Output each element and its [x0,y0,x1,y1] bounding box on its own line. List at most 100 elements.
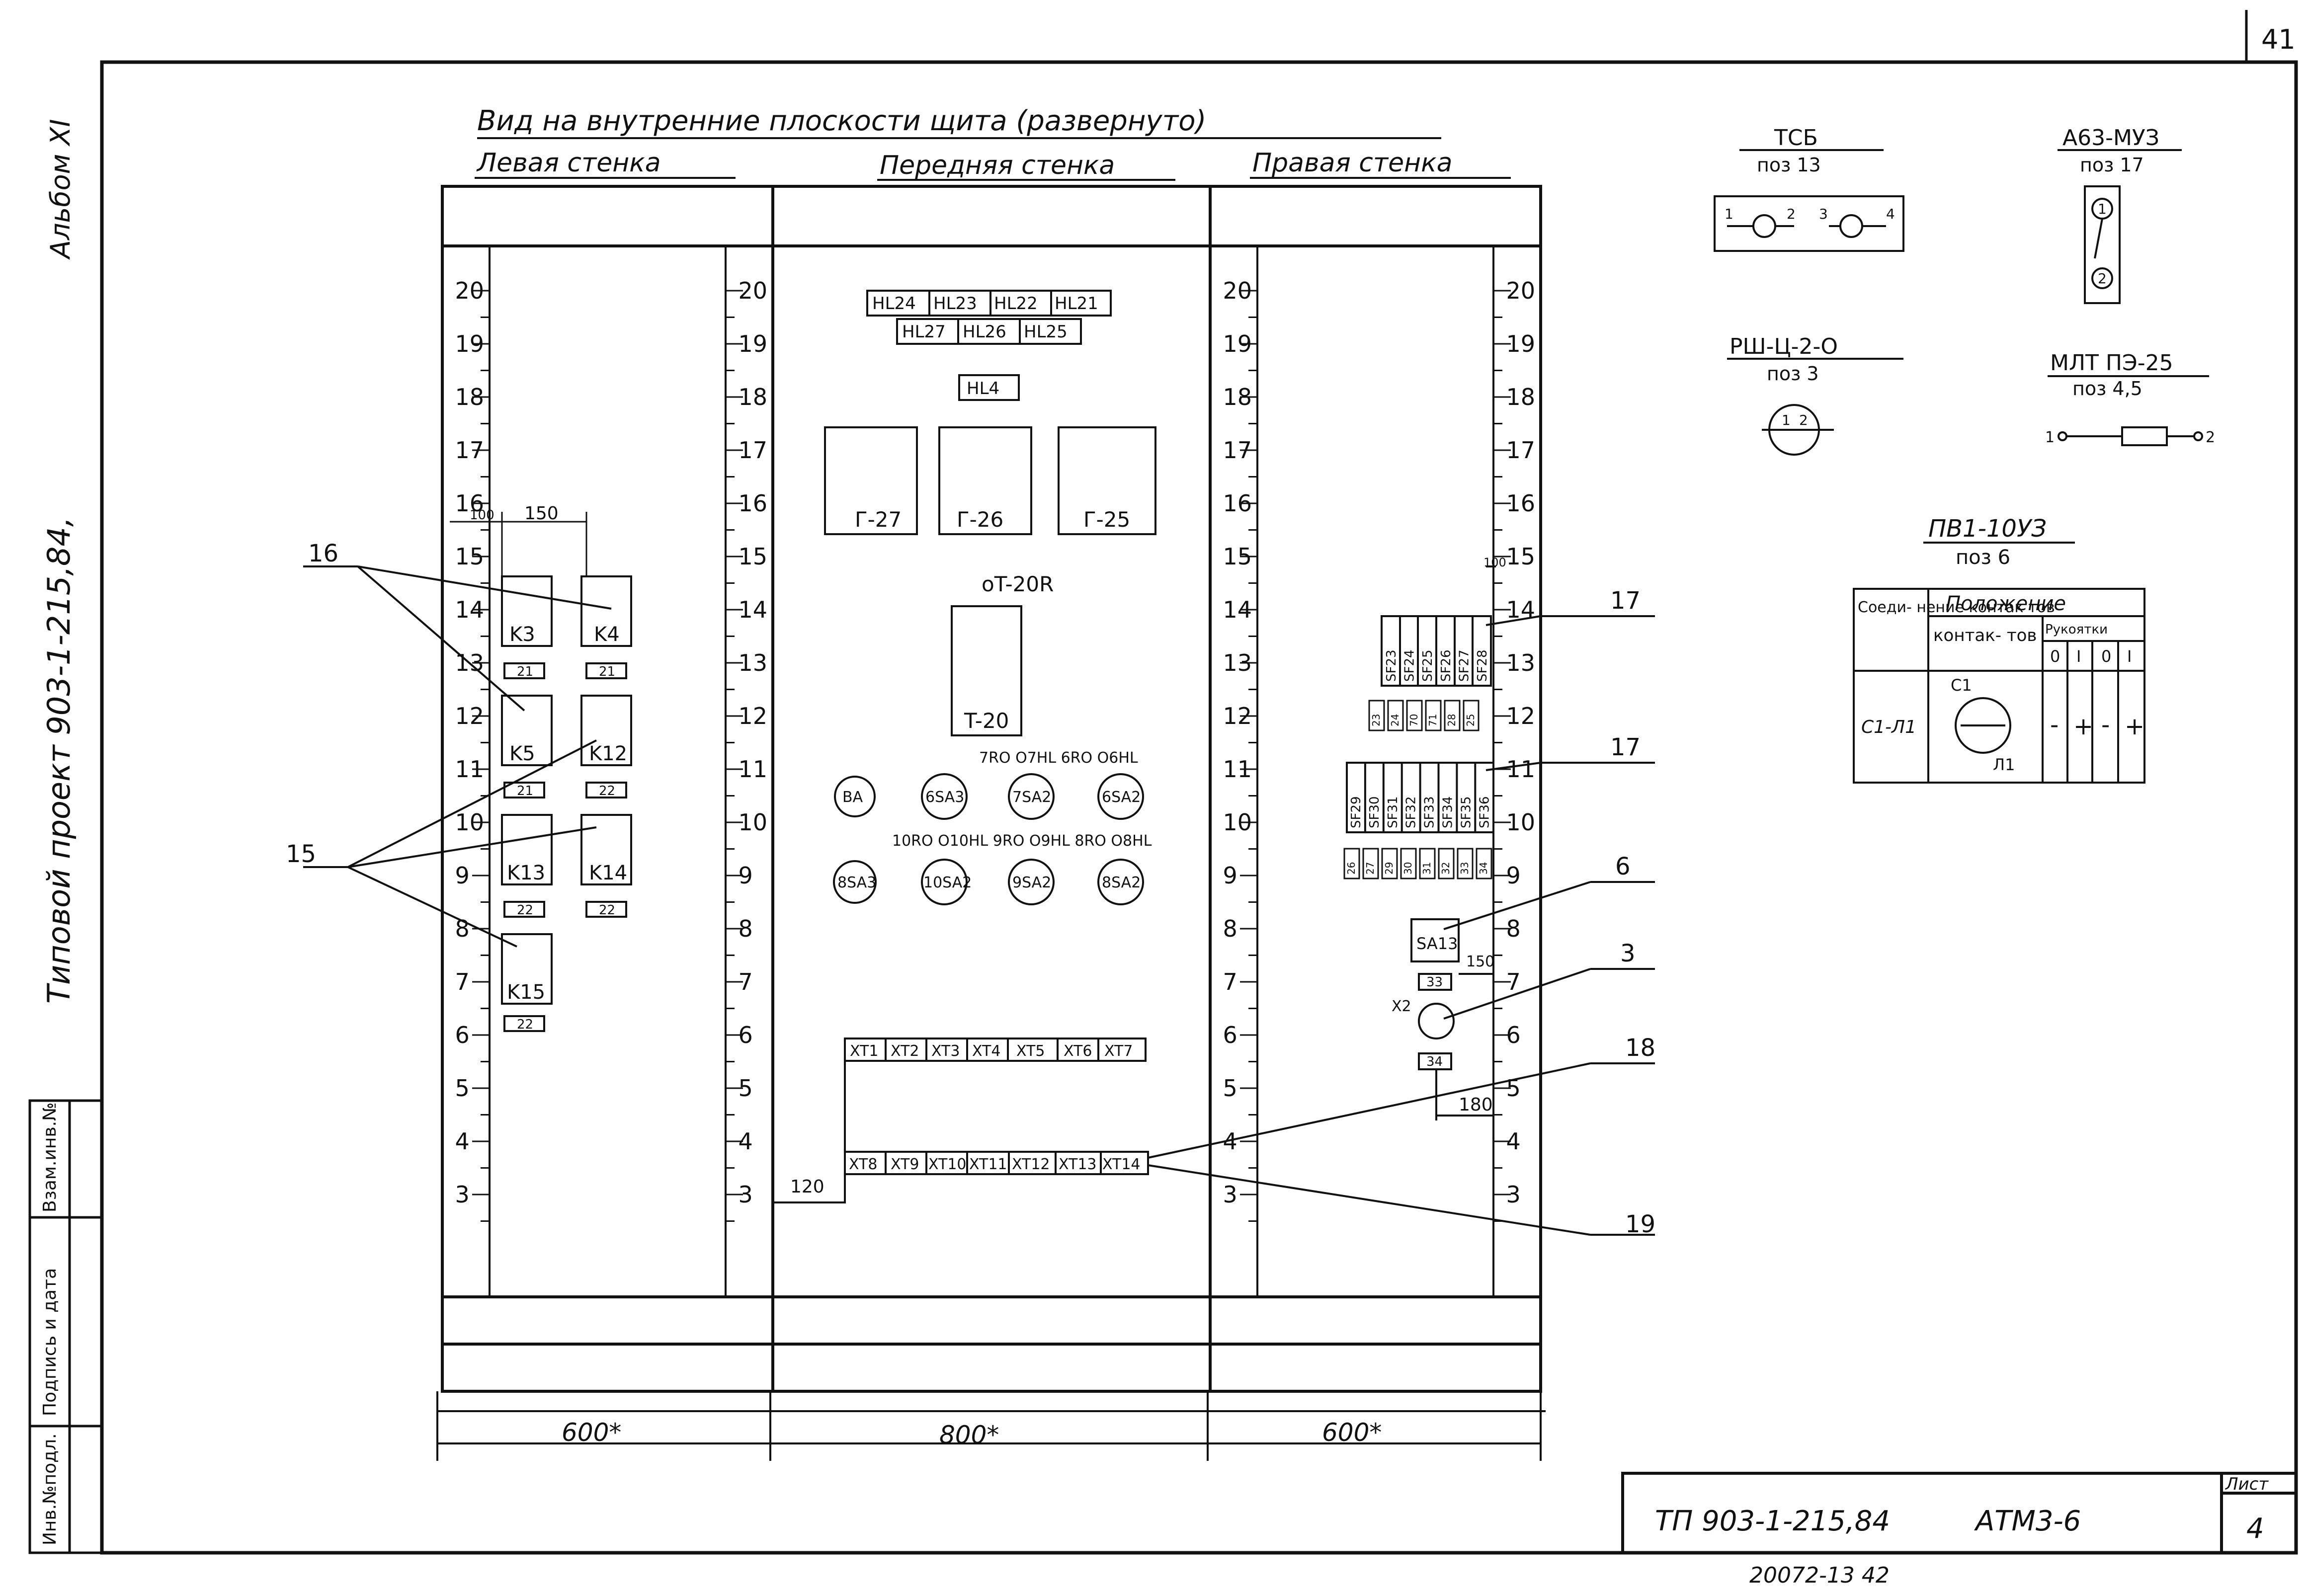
table-row-label: С1-Л1 [1861,717,1916,737]
title-mark: АТМ3-6 [1974,1505,2081,1537]
xt6: XT6 [1064,1042,1092,1060]
terminal-rows [773,1037,1149,1203]
tag-k4: 21 [599,664,615,679]
table-mark-2: + [2073,713,2093,740]
device-g25: Г-25 [1083,507,1130,532]
tag-34: 34 [1426,1054,1443,1069]
breaker-label: SF25 [1420,649,1435,682]
scale-label: 7 [455,968,470,995]
scale-label: 19 [1223,330,1252,357]
breaker-tag: 31 [1421,862,1433,875]
breaker-label: SF23 [1384,649,1399,682]
hl-lamp-blocks [866,290,1112,401]
lamps-row-2: 10RO O10HL 9RO O9HL 8RO O8HL [892,832,1152,850]
scale-label: 19 [739,330,768,357]
tsb-pin-2: 2 [1787,206,1796,222]
switch-6sa2: 6SA2 [1102,789,1141,806]
scale-label: 3 [455,1181,470,1208]
table-h-contacts: контак- тов [1933,626,2037,645]
footer-number: 20072-13 42 [1749,1563,1890,1588]
scale-label: 10 [455,809,485,836]
table-mark-1: - [2050,711,2059,739]
switch-8sa3: 8SA3 [837,874,876,891]
callout-15: 15 [286,840,316,868]
scale-label: 9 [455,862,470,889]
switch-9sa2: 9SA2 [1012,874,1051,891]
legend-mlt-symbol [2058,426,2203,446]
xt8: XT8 [849,1156,877,1173]
breaker-tag: 33 [1459,862,1471,875]
scale-label: 10 [1506,809,1536,836]
breaker-tag: 70 [1408,714,1420,726]
scale-label: 15 [1506,543,1536,570]
hl22: HL22 [994,294,1038,314]
scale-label: 17 [739,437,768,464]
table-h-pos: Положение [1946,592,2066,615]
left-dim-150: 150 [524,503,559,524]
legend-rsh-pos: поз 3 [1767,363,1819,385]
callout-19: 19 [1625,1210,1655,1238]
tag-k12: 22 [599,784,615,798]
scale-label: 7 [1506,968,1521,995]
switch-ba: BA [842,789,863,806]
table-mark-4: + [2125,713,2144,740]
breaker-label: SF35 [1459,796,1474,828]
side-cell-replaced-inv: Взам.инв.№ [40,1102,60,1212]
legend-mlt-pos: поз 4,5 [2072,378,2142,399]
lamps-row-1: 7RO O7HL 6RO O6HL [979,749,1138,767]
scale-label: 18 [1506,384,1536,410]
title-block [1621,1472,2298,1554]
scale-label: 6 [455,1022,470,1048]
title-code: ТП 903-1-215,84 [1655,1505,1890,1537]
switches-row-1 [834,773,1144,820]
scale-label: 11 [1223,756,1252,783]
scale-label: 14 [739,596,768,623]
mlt-pin-2: 2 [2206,429,2215,446]
switch-8sa2: 8SA2 [1102,874,1141,891]
overall-dimension-lines [436,1391,1546,1461]
sf-row-1 [1381,615,1492,687]
sheet-frame [100,60,2298,1555]
breaker-label: SF33 [1422,796,1437,828]
callout-17a: 17 [1610,587,1641,615]
table-mark-3: - [2101,711,2110,739]
xt4: XT4 [972,1042,1000,1060]
scale-label: 14 [1223,596,1252,623]
callout-3: 3 [1620,940,1636,967]
switch-7sa2: 7SA2 [1012,789,1051,806]
scale-label: 17 [1506,437,1536,464]
breaker-label: SF30 [1367,796,1382,828]
callout-lines-right [1148,615,1655,1236]
scale-label: 11 [739,756,768,783]
rsh-pin-1: 1 [1782,412,1791,428]
breaker-tag: 32 [1440,862,1452,875]
scale-label: 6 [739,1022,753,1048]
scale-label: 18 [1223,384,1252,410]
table-h-conn: Соеди- нение контак тов [1858,599,2055,616]
x2: X2 [1392,998,1411,1015]
scale-label: 4 [455,1128,470,1155]
scale-label: 8 [455,915,470,942]
xt9: XT9 [891,1156,919,1173]
dim-front-width: 800* [939,1421,999,1449]
xt2: XT2 [891,1042,919,1060]
scale-label: 5 [1223,1075,1237,1102]
switch-table-grid [1853,588,2145,784]
tag-k13: 22 [517,903,533,918]
scale-label: 12 [455,703,485,729]
scale-label: 16 [455,490,485,517]
tag-k3: 21 [517,664,533,679]
relay-k12: K12 [589,742,627,765]
breaker-label: SF29 [1349,796,1364,828]
right-dim-100: 100 [1483,556,1506,569]
legend-pv1-pos: поз 6 [1956,546,2010,569]
hl4: HL4 [967,379,999,399]
left-wall-dim-lines [450,512,587,576]
relay-k13: K13 [507,862,545,884]
scale-label: 20 [1506,277,1536,304]
breaker-label: SF31 [1386,796,1401,828]
tsb-pin-1: 1 [1725,206,1733,222]
